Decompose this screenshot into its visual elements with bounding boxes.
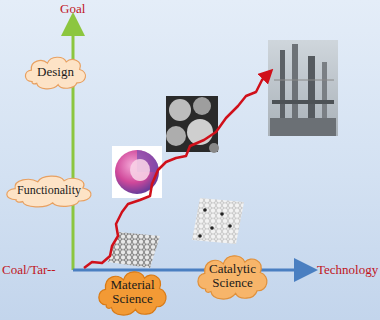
core-shell-sphere	[112, 146, 162, 198]
cloud-label: Design	[37, 65, 74, 79]
technology-axis	[73, 269, 306, 272]
cloud-label: Functionality	[17, 184, 81, 197]
cloud-shape: Material Science	[95, 266, 170, 318]
axis-title: Goal	[60, 1, 85, 17]
cloud-label: Material Science	[107, 278, 159, 305]
origin-label: Coal/Tar--	[2, 262, 56, 278]
axis-title: Technology	[317, 262, 378, 278]
cloud-shape: Functionality	[2, 172, 96, 209]
cloud-label: Catalytic Science	[207, 262, 259, 289]
refinery-photo	[268, 40, 338, 136]
development-path	[84, 74, 268, 268]
doped-graphene	[192, 198, 244, 244]
cloud-shape: Design	[22, 53, 89, 91]
cloud-shape: Catalytic Science	[194, 250, 271, 302]
